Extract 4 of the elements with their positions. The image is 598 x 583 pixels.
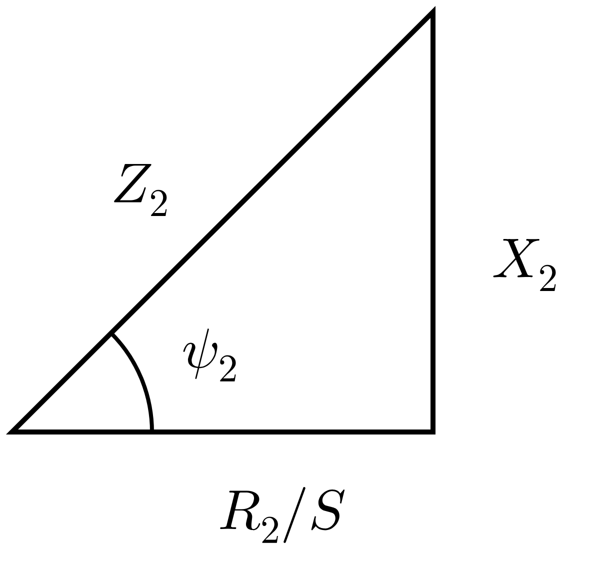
formula-label: $\psi_{2}$	[183, 328, 236, 382]
formula-label: $Z_{2}$	[114, 164, 167, 216]
formula-label: $X_{2}$	[493, 238, 556, 292]
formula-label: $R_{2}/S$	[220, 486, 345, 543]
